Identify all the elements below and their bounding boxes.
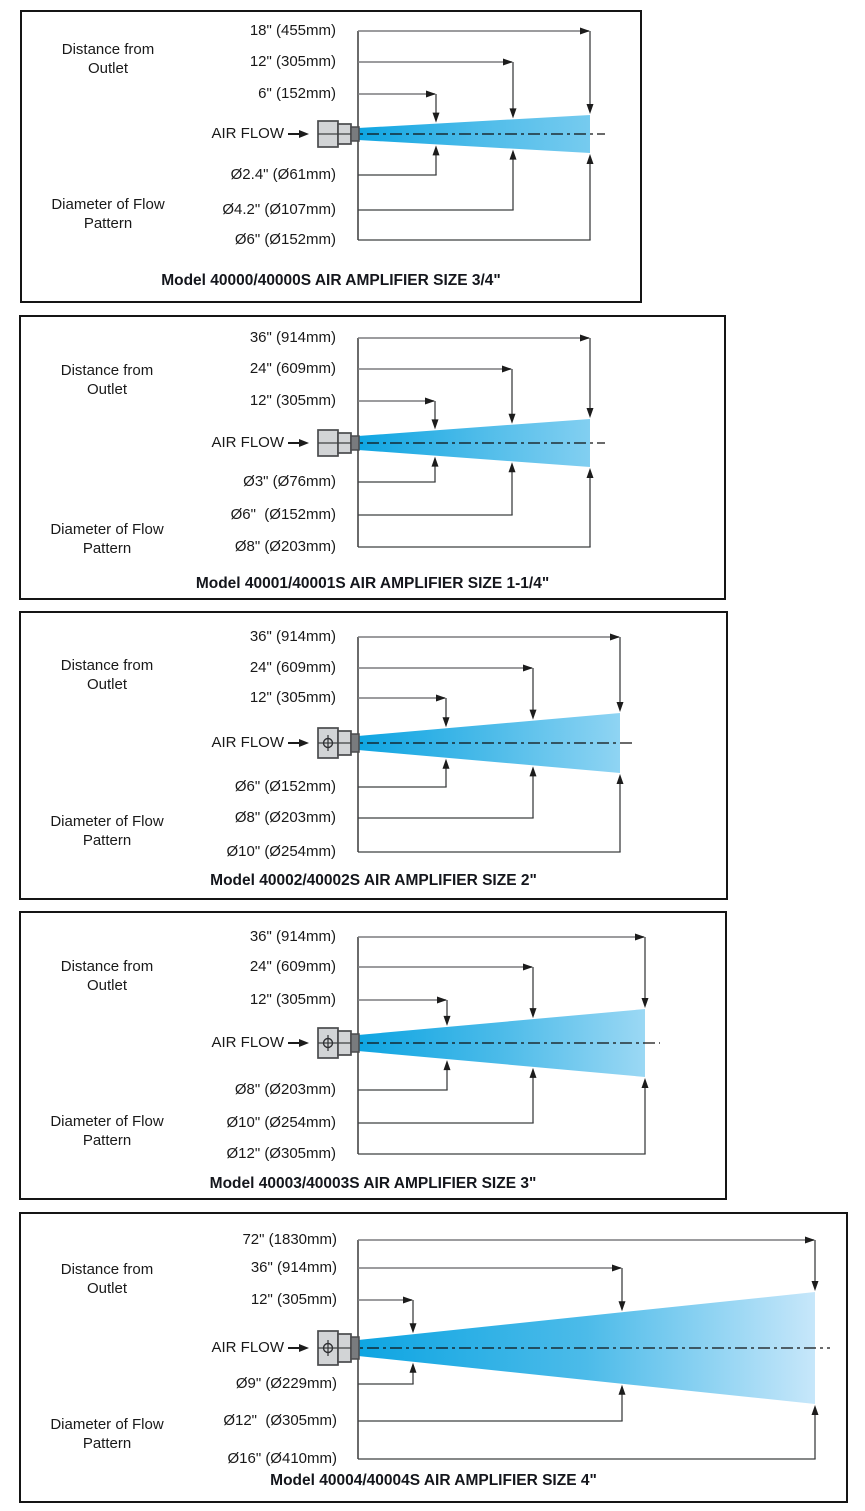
- panel-title: Model 40001/40001S AIR AMPLIFIER SIZE 1-…: [195, 575, 550, 592]
- distance-label: 12" (305mm): [249, 392, 336, 409]
- measurement-labels: 18" (455mm) 12" (305mm) 6" (152mm) Ø2.4" (Ø…: [20, 10, 642, 303]
- distance-label: 36" (914mm): [249, 628, 336, 645]
- measurement-labels: 36" (914mm) 24" (609mm) 12" (305mm) Ø6" (Ø1…: [19, 611, 728, 900]
- measurement-labels: 36" (914mm) 24" (609mm) 12" (305mm) Ø3" (Ø7…: [19, 315, 726, 600]
- distance-label: 12" (305mm): [249, 689, 336, 706]
- distance-label: 12" (305mm): [249, 991, 336, 1008]
- panel-model-40004: Distance from Outlet AIR FLOW Diameter o…: [19, 1212, 848, 1503]
- distance-label: 24" (609mm): [249, 659, 336, 676]
- distance-label: 36" (914mm): [249, 928, 336, 945]
- diameter-label: Ø10" (Ø254mm): [226, 1114, 336, 1131]
- distance-caption: Distance from Outlet: [60, 657, 154, 693]
- panel-title: Model 40000/40000S AIR AMPLIFIER SIZE 3/…: [161, 272, 501, 289]
- distance-caption: Distance from Outlet: [61, 41, 155, 77]
- distance-caption: Distance from Outlet: [60, 1261, 154, 1297]
- diameter-label: Ø8" (Ø203mm): [234, 1081, 336, 1098]
- diameter-label: Ø12" (Ø305mm): [223, 1412, 337, 1429]
- panel-title: Model 40004/40004S AIR AMPLIFIER SIZE 4": [270, 1472, 597, 1489]
- distance-label: 24" (609mm): [249, 360, 336, 377]
- distance-label: 12" (305mm): [250, 1291, 337, 1308]
- distance-label: 12" (305mm): [249, 53, 336, 70]
- diameter-caption: Diameter of Flow Pattern: [50, 1113, 164, 1149]
- diameter-caption: Diameter of Flow Pattern: [51, 196, 165, 232]
- diameter-caption: Diameter of Flow Pattern: [50, 521, 164, 557]
- flow-diagram: [288, 1236, 830, 1460]
- flow-diagram: [288, 334, 605, 548]
- distance-label: 36" (914mm): [249, 329, 336, 346]
- panel-model-40000: Distance from Outlet AIR FLOW Diameter o…: [20, 10, 642, 303]
- measurement-labels: 72" (1830mm) 36" (914mm) 12" (305mm) Ø9" (Ø…: [19, 1212, 848, 1503]
- diameter-label: Ø3" (Ø76mm): [243, 473, 336, 490]
- air-flow-label: AIR FLOW: [211, 1339, 284, 1356]
- panel-model-40001: Distance from Outlet AIR FLOW Diameter o…: [19, 315, 726, 600]
- distance-caption: Distance from Outlet: [60, 362, 154, 398]
- diameter-label: Ø8" (Ø203mm): [234, 538, 336, 555]
- distance-label: 18" (455mm): [249, 22, 336, 39]
- diameter-label: Ø4.2" (Ø107mm): [222, 201, 336, 218]
- panel-title: Model 40002/40002S AIR AMPLIFIER SIZE 2": [210, 872, 537, 889]
- flow-diagram: [288, 933, 660, 1155]
- diameter-label: Ø16" (Ø410mm): [227, 1450, 337, 1467]
- air-flow-label: AIR FLOW: [211, 434, 284, 451]
- air-flow-label: AIR FLOW: [211, 1034, 284, 1051]
- diameter-label: Ø12" (Ø305mm): [226, 1145, 336, 1162]
- air-flow-label: AIR FLOW: [211, 125, 284, 142]
- diameter-label: Ø8" (Ø203mm): [234, 809, 336, 826]
- flow-diagram: [288, 633, 635, 853]
- diameter-caption: Diameter of Flow Pattern: [50, 813, 164, 849]
- panel-title: Model 40003/40003S AIR AMPLIFIER SIZE 3": [209, 1175, 537, 1192]
- distance-label: 6" (152mm): [258, 85, 336, 102]
- panel-model-40002: Distance from Outlet AIR FLOW Diameter o…: [19, 611, 728, 900]
- diameter-label: Ø9" (Ø229mm): [235, 1375, 337, 1392]
- distance-label: 24" (609mm): [249, 958, 336, 975]
- diameter-label: Ø6" (Ø152mm): [234, 231, 336, 248]
- air-flow-label: AIR FLOW: [211, 734, 284, 751]
- distance-caption: Distance from Outlet: [60, 958, 154, 994]
- panel-model-40003: Distance from Outlet AIR FLOW Diameter o…: [19, 911, 727, 1200]
- diameter-label: Ø6" (Ø152mm): [230, 506, 336, 523]
- flow-diagram: [288, 27, 605, 241]
- diameter-label: Ø6" (Ø152mm): [234, 778, 336, 795]
- diameter-caption: Diameter of Flow Pattern: [50, 1416, 164, 1452]
- diameter-label: Ø10" (Ø254mm): [226, 843, 336, 860]
- measurement-labels: 36" (914mm) 24" (609mm) 12" (305mm) Ø8" (Ø2…: [19, 911, 727, 1200]
- distance-label: 72" (1830mm): [242, 1231, 337, 1248]
- distance-label: 36" (914mm): [250, 1259, 337, 1276]
- diameter-label: Ø2.4" (Ø61mm): [230, 166, 336, 183]
